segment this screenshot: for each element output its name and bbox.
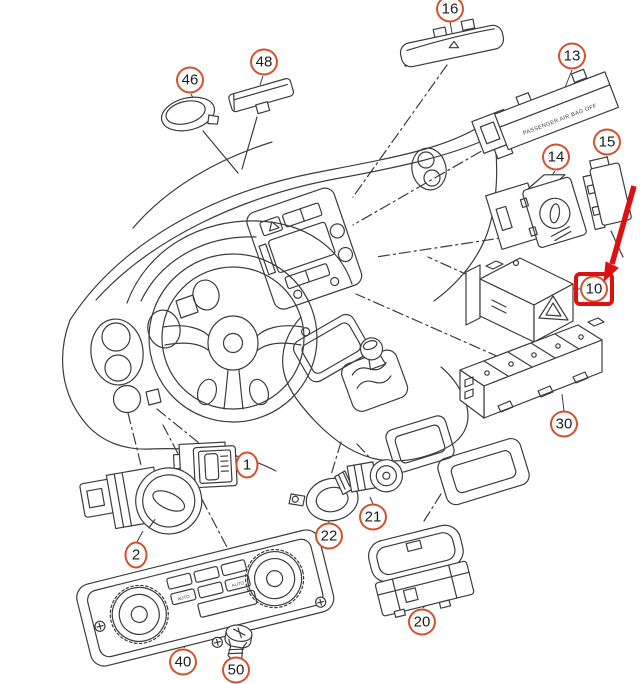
- part-16-trim-strip: [399, 18, 505, 68]
- callout-50-screw[interactable]: 50: [222, 656, 250, 684]
- callout-46-oval-blanking-cap[interactable]: 46: [176, 66, 204, 94]
- part-2-headlight-switch: [79, 466, 203, 535]
- callout-14-key-operated-switch[interactable]: 14: [542, 143, 570, 171]
- part-50-screw: [224, 624, 253, 661]
- part-1-push-switch: [172, 441, 238, 489]
- center-stack: [246, 187, 363, 310]
- part-40-climate-panel: AUTO AUTO: [76, 529, 335, 667]
- center-console: [282, 313, 530, 506]
- part-48-trim-clip: [228, 77, 295, 115]
- callout-30-switch-bank[interactable]: 30: [550, 410, 578, 438]
- callout-20-storage-compartment[interactable]: 20: [408, 608, 436, 636]
- callout-16-upper-dash-trim-strip[interactable]: 16: [436, 0, 464, 23]
- callout-1-push-switch[interactable]: 1: [235, 451, 259, 479]
- callout-48-trim-strip-clip[interactable]: 48: [250, 48, 278, 76]
- part-21-cigarette-lighter: [334, 459, 403, 496]
- climate-auto-button-label: AUTO: [177, 594, 191, 602]
- part-46-oval-cap: [160, 96, 220, 132]
- callout-40-climate-control-panel[interactable]: 40: [169, 648, 197, 676]
- part-30-switch-bank: [459, 317, 605, 419]
- part-10-hazard-switch: [465, 257, 574, 343]
- climate-auto-button-label: AUTO: [231, 580, 245, 588]
- callout-15-blanking-plate[interactable]: 15: [593, 128, 621, 156]
- callout-10-hazard-warning-switch[interactable]: 10: [580, 275, 608, 303]
- part-20-storage-box: [367, 524, 475, 619]
- part-14-key-switch: [485, 174, 587, 250]
- callout-22-lighter-trim-ring[interactable]: 22: [315, 522, 343, 550]
- callout-21-cigarette-lighter[interactable]: 21: [359, 503, 387, 531]
- callout-13-passenger-airbag-off-indicator[interactable]: 13: [558, 42, 586, 70]
- callout-2-headlight-switch[interactable]: 2: [124, 541, 148, 569]
